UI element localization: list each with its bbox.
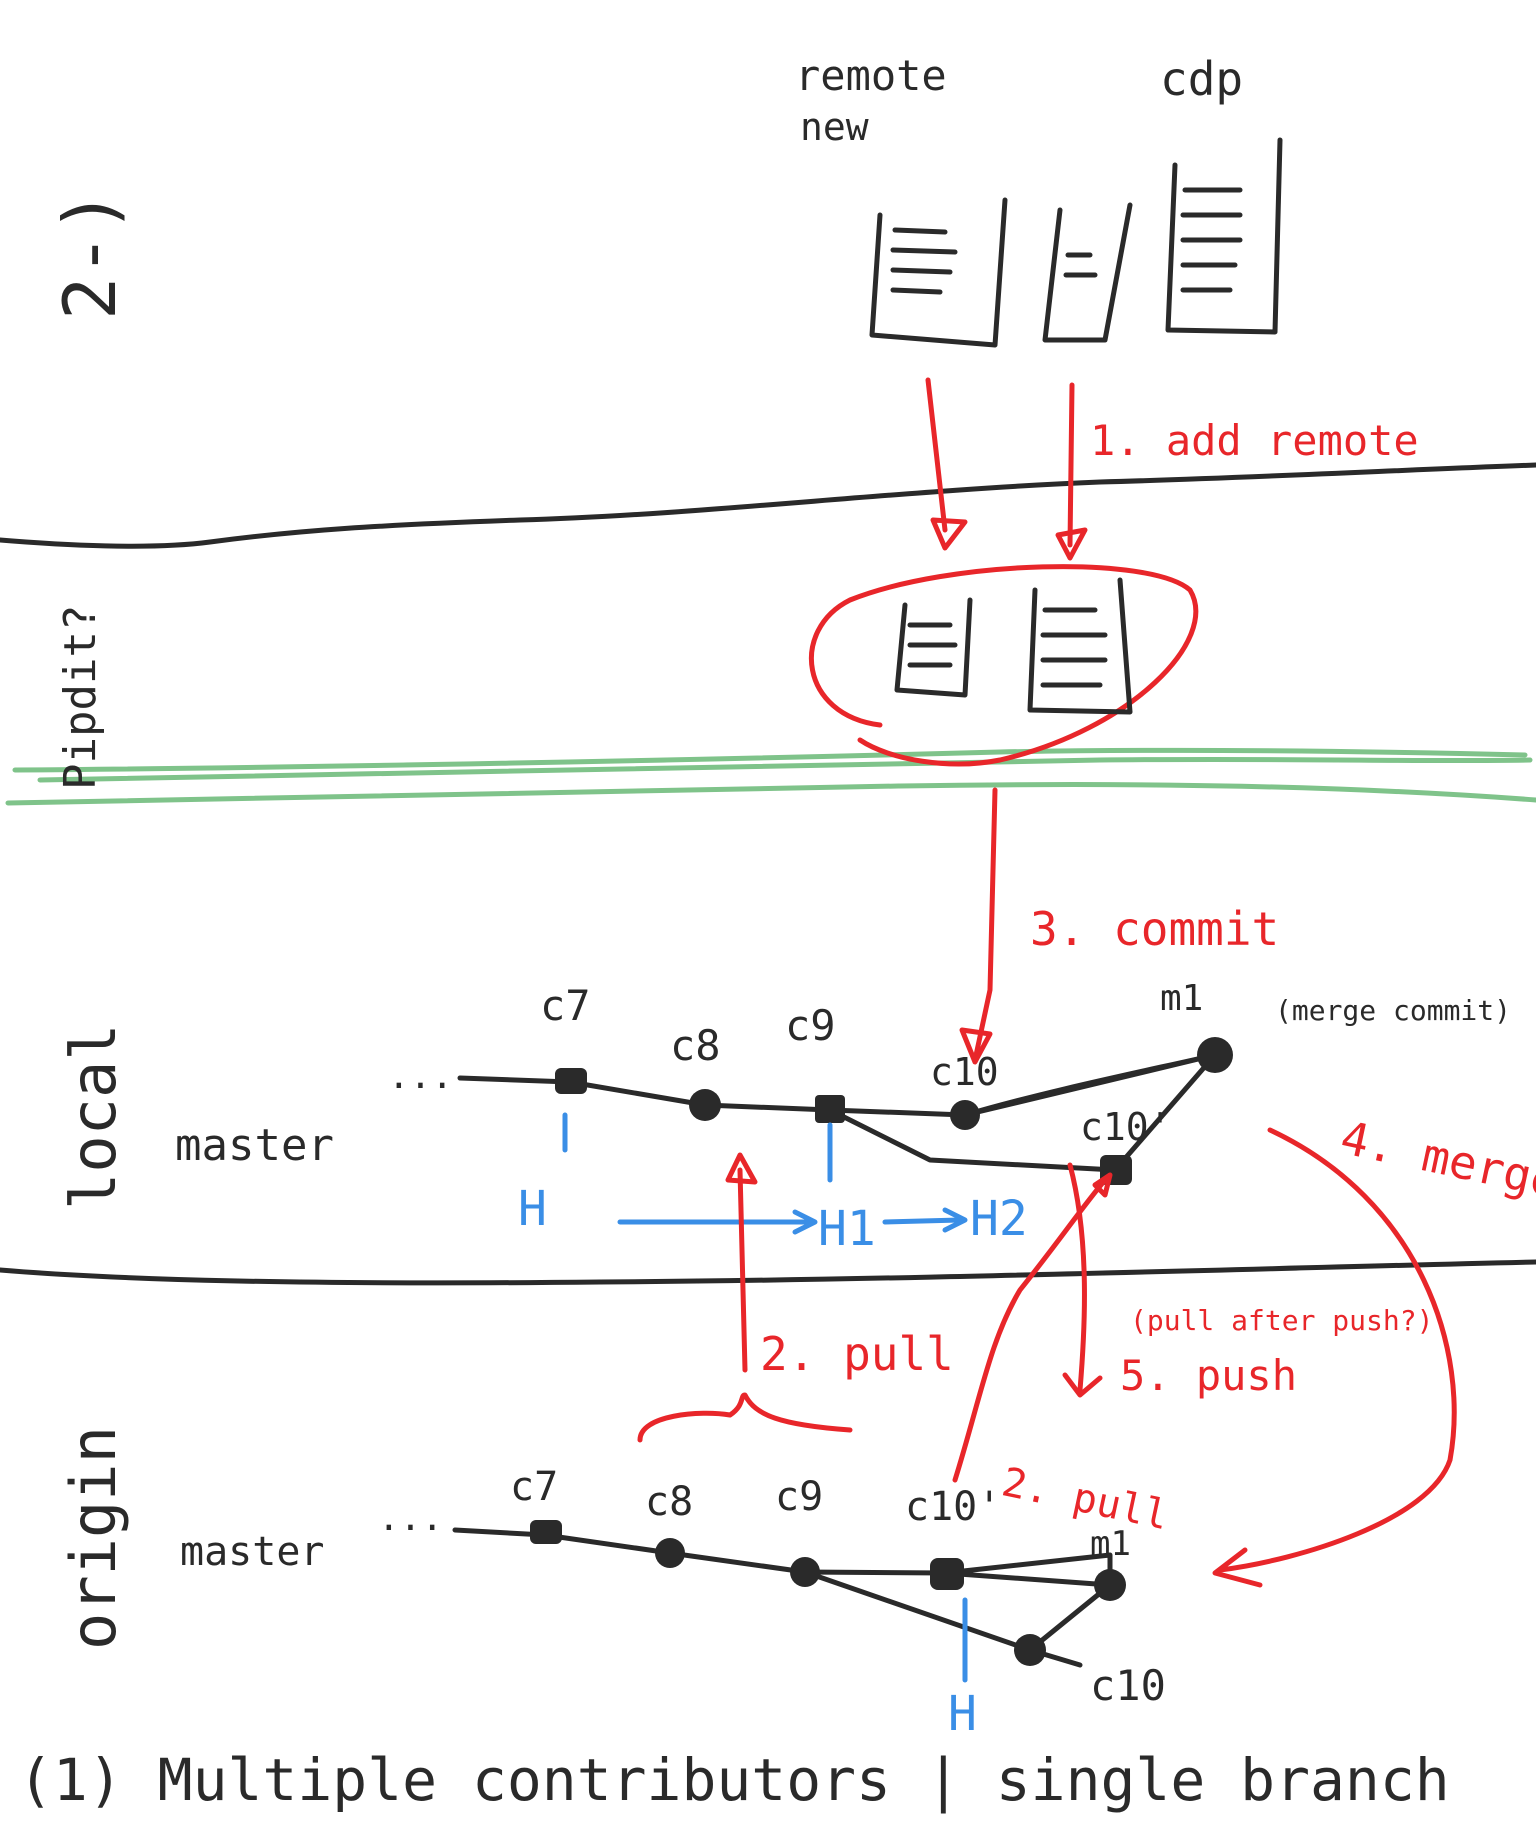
- doc-remote-icon: [869, 197, 1008, 348]
- local-graph-ellipsis: ...: [388, 1056, 453, 1097]
- step-merge-arrow: [1217, 1127, 1457, 1573]
- step1-label: 1. add remote: [1090, 416, 1419, 465]
- local-commit-label-c9: c9: [785, 1001, 836, 1050]
- local-commit-label-c7: c7: [540, 981, 591, 1030]
- staged-doc-2: [1027, 577, 1133, 715]
- step-push-arrow: [1067, 1162, 1087, 1393]
- step2-label: 2. pull: [760, 1327, 954, 1381]
- origin-commit-label-c10p: c10': [905, 1484, 1001, 1530]
- local-commit-label-c10: c10: [930, 1050, 999, 1094]
- origin-commit-label-m1: m1: [1090, 1524, 1131, 1564]
- local-commit-label-c10p: c10': [1080, 1105, 1172, 1149]
- step3-label: 3. commit: [1030, 902, 1279, 956]
- origin-graph-branch-label: master: [180, 1529, 325, 1575]
- bottom-title: (1) Multiple contributors | single branc…: [18, 1746, 1450, 1814]
- band-label-upper-graph: local: [57, 1023, 130, 1210]
- staged-doc-1: [894, 597, 973, 698]
- separator-line-top: [0, 462, 1536, 549]
- doc-remote-label-line1: remote: [795, 51, 947, 100]
- band-label-lower-graph: origin: [57, 1426, 130, 1650]
- doc-small-icon: [1042, 202, 1133, 343]
- step-pull2-arrow: [952, 1177, 1108, 1483]
- local-head-label-h1: H1: [818, 1201, 876, 1257]
- local-head-label-h2: H2: [970, 1191, 1028, 1247]
- step-pull-note: (pull after push?): [1130, 1304, 1433, 1337]
- local-commit-label-m1: m1: [1160, 978, 1203, 1019]
- staging-lines: [5, 747, 1536, 806]
- origin-graph-commits: [530, 1520, 1126, 1666]
- band-label-top: 2-): [48, 190, 132, 320]
- step2-arrow: [737, 1167, 748, 1373]
- doc-remote-label-line2: new: [800, 105, 869, 149]
- origin-commit-label-c10: c10: [1090, 1661, 1166, 1710]
- step-pull2-label: 2. pull: [998, 1459, 1172, 1539]
- step1-arrows: [925, 377, 1088, 561]
- origin-graph-ellipsis: ...: [378, 1498, 443, 1539]
- origin-commit-label-c8: c8: [645, 1479, 693, 1525]
- origin-graph-edges: [452, 1527, 1113, 1653]
- staging-ellipse: [808, 564, 1199, 767]
- origin-head-label: H: [948, 1686, 977, 1742]
- step3-arrow: [972, 787, 998, 1063]
- step-push-label: 5. push: [1120, 1351, 1297, 1400]
- step2-brace: [637, 1392, 853, 1443]
- origin-commit-label-c9: c9: [775, 1474, 823, 1520]
- doc-local-label: cdp: [1160, 52, 1243, 106]
- doc-local-icon: [1165, 137, 1283, 335]
- separator-line-bottom: [0, 1259, 1536, 1286]
- local-merge-note: (merge commit): [1275, 994, 1511, 1027]
- local-commit-label-c8: c8: [670, 1021, 721, 1070]
- local-head-markers: [562, 1112, 968, 1235]
- local-graph-branch-label: master: [175, 1120, 334, 1171]
- origin-commit-label-c7: c7: [510, 1464, 558, 1510]
- local-head-label-h: H: [518, 1181, 547, 1237]
- band-label-middle: Pipdit?: [55, 605, 106, 790]
